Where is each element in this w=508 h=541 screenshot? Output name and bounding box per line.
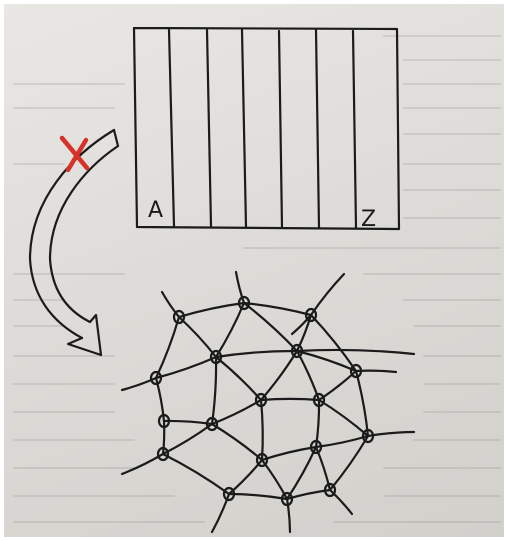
graph-edge <box>227 458 264 496</box>
graph-outer-spoke <box>290 313 313 336</box>
graph-outer-spoke <box>285 497 292 534</box>
arrow-head <box>66 313 103 357</box>
graph-edge <box>162 419 214 426</box>
graph-node <box>323 482 337 498</box>
graph-node <box>172 309 186 325</box>
photo-frame: A Z <box>4 4 504 537</box>
graph-edge <box>259 398 264 462</box>
graph-outer-spoke <box>328 488 354 516</box>
graph-node <box>254 392 268 408</box>
graph-edge <box>285 445 318 501</box>
graph-node <box>237 295 251 311</box>
graph-edge <box>317 398 370 438</box>
graph-edge <box>210 422 264 462</box>
graph-node <box>156 446 170 462</box>
bleed-through-text <box>13 35 501 523</box>
graph-node <box>349 363 363 379</box>
network-graph <box>120 270 416 534</box>
table-column-line <box>277 29 284 229</box>
graph-outer-spoke <box>120 376 158 392</box>
graph-edge <box>210 355 218 426</box>
graph-nodes <box>149 295 375 507</box>
graph-edge <box>317 369 358 402</box>
graph-edge <box>259 349 299 402</box>
graph-edge <box>161 452 231 496</box>
graph-outer-spoke <box>120 452 165 476</box>
curved-arrow <box>28 128 120 357</box>
graph-edge <box>154 315 181 380</box>
table-column-line <box>167 28 176 228</box>
table-first-label: A <box>148 198 164 223</box>
graph-edge <box>314 445 332 492</box>
graph-edge <box>154 376 166 423</box>
graph-node <box>312 392 326 408</box>
graph-edge <box>210 398 263 426</box>
table-outline <box>132 26 401 231</box>
graph-edge <box>295 349 321 402</box>
graph-edge <box>214 301 246 359</box>
graph-node <box>209 349 223 365</box>
graph-node <box>361 428 375 444</box>
graph-node <box>157 413 171 429</box>
graph-node <box>205 416 219 432</box>
graph-edge <box>242 301 299 353</box>
red-cross-mark <box>59 135 90 173</box>
graph-edge <box>285 488 332 501</box>
graph-edge <box>295 313 313 353</box>
graph-outer-spoke <box>160 290 181 319</box>
graph-edge <box>227 492 289 501</box>
graph-edge <box>177 301 246 319</box>
arrow-inner-edge <box>48 144 120 324</box>
graph-edge <box>242 301 313 317</box>
graph-edge <box>214 355 263 402</box>
graph-edge <box>260 445 318 462</box>
sketch <box>28 26 416 534</box>
graph-edge <box>259 397 321 402</box>
graph-edges <box>120 270 416 534</box>
column-table <box>132 26 401 231</box>
table-last-label: Z <box>361 207 377 232</box>
graph-node <box>309 439 323 455</box>
graph-node <box>304 307 318 323</box>
graph-node <box>255 452 269 468</box>
graph-edge <box>314 434 370 449</box>
graph-outer-spoke <box>354 369 398 374</box>
graph-outer-spoke <box>234 270 246 305</box>
graph-edge <box>161 419 166 456</box>
graph-node <box>280 491 294 507</box>
graph-node <box>222 486 236 502</box>
graph-edge <box>177 315 218 359</box>
graph-edge <box>161 422 214 456</box>
table-column-line <box>314 28 321 230</box>
table-column-line <box>351 29 358 230</box>
graph-outer-spoke <box>295 348 416 356</box>
graph-outer-spoke <box>366 430 416 438</box>
graph-node <box>290 343 304 359</box>
graph-edge <box>314 398 321 449</box>
graph-edge <box>260 458 289 501</box>
table-column-line <box>205 28 213 228</box>
graph-node <box>149 370 163 386</box>
arrow-outer-edge <box>28 128 116 340</box>
table-column-line <box>240 28 248 229</box>
arrow-tail <box>112 128 120 148</box>
graph-outer-spoke <box>309 272 346 317</box>
graph-outer-spoke <box>210 492 231 534</box>
graph-edge <box>214 349 299 359</box>
